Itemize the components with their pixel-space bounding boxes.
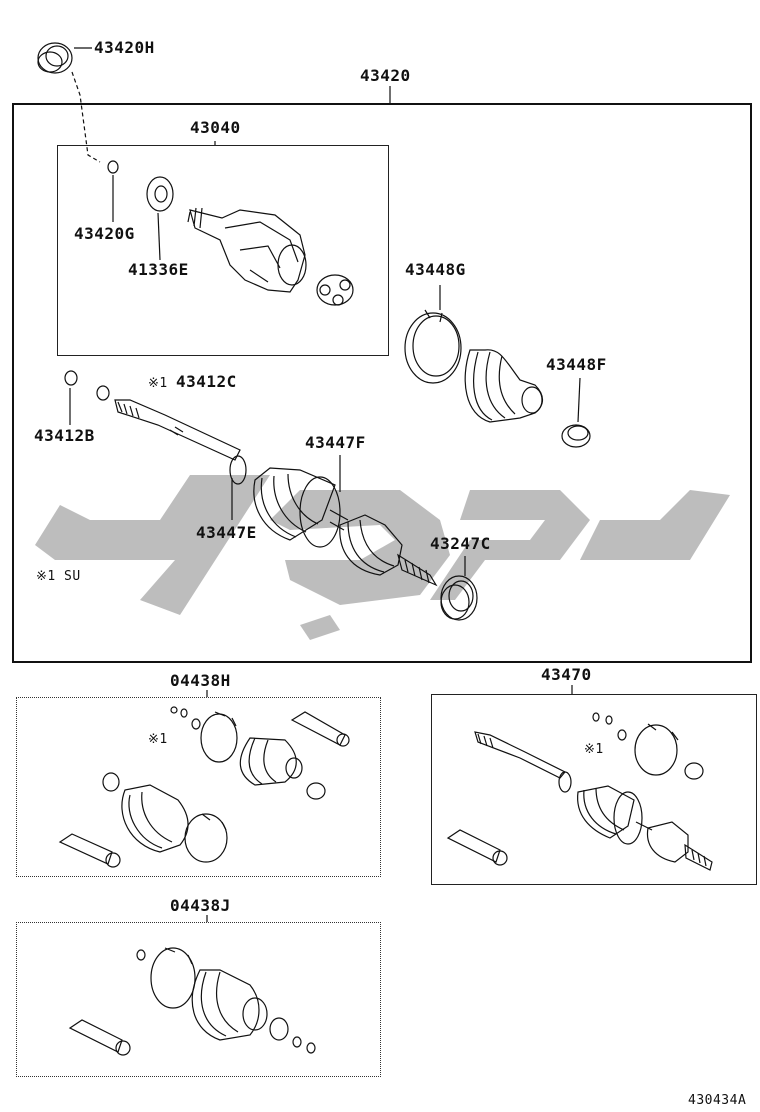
label-43470: 43470 bbox=[541, 665, 592, 684]
label-43420: 43420 bbox=[360, 66, 411, 85]
assembly-43470-frame bbox=[431, 694, 757, 885]
label-43447F: 43447F bbox=[305, 433, 366, 452]
assembly-43040-frame bbox=[57, 145, 389, 356]
assembly-43420-frame bbox=[12, 103, 752, 663]
note-su: ※1 SU bbox=[36, 569, 81, 584]
label-43040: 43040 bbox=[190, 118, 241, 137]
label-43247C: 43247C bbox=[430, 534, 491, 553]
washer-41336E-icon bbox=[146, 176, 174, 212]
inboard-joint-icon bbox=[187, 207, 307, 293]
tripod-icon bbox=[316, 274, 354, 306]
label-04438J: 04438J bbox=[170, 896, 231, 915]
kit-04438H-frame bbox=[16, 697, 381, 877]
label-43420G: 43420G bbox=[74, 224, 135, 243]
snap-ring-43412B-icon bbox=[64, 370, 78, 386]
reference-code: 430434A bbox=[688, 1093, 747, 1108]
note-mark-1-43470: ※1 bbox=[584, 742, 604, 757]
ring-43420G-icon bbox=[107, 160, 119, 174]
clamp-43448G-icon bbox=[404, 309, 462, 384]
label-43448F: 43448F bbox=[546, 355, 607, 374]
snap-ring-43412C-icon bbox=[96, 385, 110, 401]
label-43412B: 43412B bbox=[34, 426, 95, 445]
note-mark-1-43412C: ※1 bbox=[148, 376, 168, 391]
clamp-43448F-icon bbox=[561, 424, 591, 448]
label-43420H: 43420H bbox=[94, 38, 155, 57]
label-43447E: 43447E bbox=[196, 523, 257, 542]
kit-04438J-icons bbox=[68, 947, 316, 1056]
boot-outer-icon bbox=[464, 349, 544, 423]
label-04438H: 04438H bbox=[170, 671, 231, 690]
seal-43247C-icon bbox=[440, 575, 478, 621]
label-41336E: 41336E bbox=[128, 260, 189, 279]
kit-04438H-icons bbox=[58, 706, 350, 868]
assembly-43470-icons bbox=[446, 712, 713, 871]
label-43448G: 43448G bbox=[405, 260, 466, 279]
label-43412C: 43412C bbox=[176, 372, 237, 391]
drive-shaft-icon bbox=[114, 399, 438, 587]
kit-04438J-frame bbox=[16, 922, 381, 1077]
seal-43420H-icon bbox=[37, 42, 73, 74]
note-mark-1-04438H: ※1 bbox=[148, 732, 168, 747]
